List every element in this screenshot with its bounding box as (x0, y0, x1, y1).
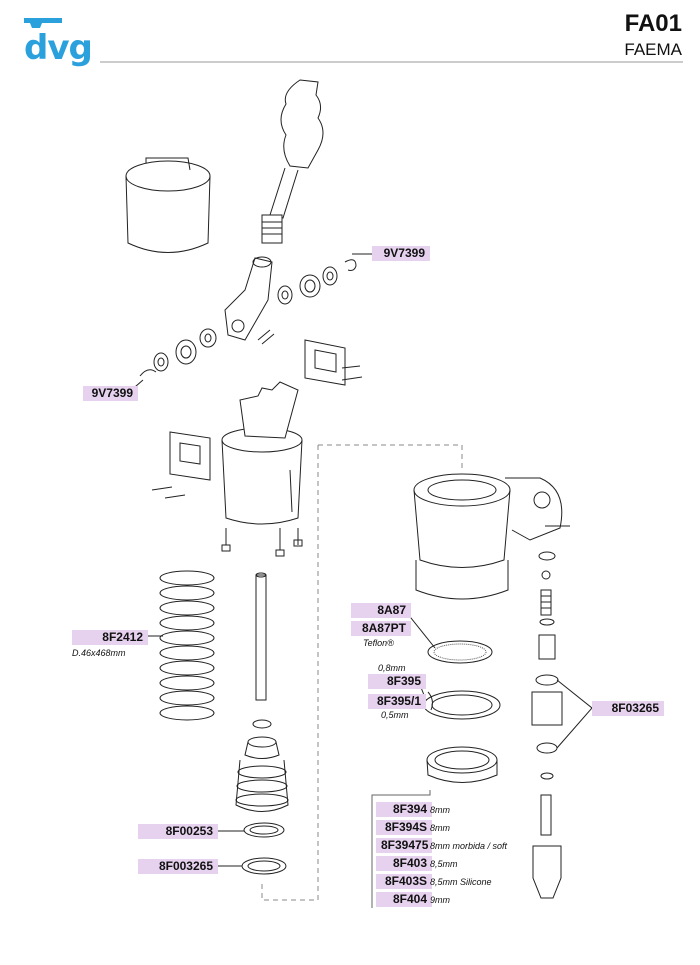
gasket-code: 8F394S (376, 820, 432, 835)
part-label-8a87: 8A87 (351, 603, 411, 618)
logo-spout-icon (24, 18, 62, 28)
spring-drawing (159, 570, 215, 721)
gasket-note: 9mm (430, 895, 450, 905)
group-body-drawing (221, 381, 303, 525)
part-label-8f00253: 8F00253 (138, 824, 218, 839)
gasket-note: 8mm (430, 805, 450, 815)
model-code: FA01 (624, 10, 682, 37)
part-label-8f2412: 8F2412 (72, 630, 148, 645)
teflon-note: Teflon® (363, 638, 394, 648)
handle-drawing (261, 79, 324, 244)
dvg-logo (22, 14, 92, 74)
gasket-code: 8F39475 (376, 838, 432, 853)
part-label-9v7399-left: 9V7399 (83, 386, 138, 401)
gasket-note: 8mm (430, 823, 450, 833)
valve-stack-drawing (531, 551, 563, 899)
gasket-code: 8F403 (376, 856, 432, 871)
bellows-drawing (235, 736, 289, 812)
logo-text: dvg (24, 28, 93, 68)
brand-name: FAEMA (624, 40, 682, 59)
lever-arm-drawing (224, 256, 275, 345)
part-label-8f003265: 8F003265 (138, 859, 218, 874)
part-label-8f395-1: 8F395/1 (368, 694, 426, 709)
spring-dimension-note: D.46x468mm (72, 648, 126, 658)
cup-drawing (125, 157, 211, 253)
gasket-note: 8mm morbida / soft (430, 841, 508, 851)
gasket-code: 8F403S (376, 874, 432, 889)
gasket-note: 8,5mm (430, 859, 458, 869)
gasket-code: 8F394 (376, 802, 432, 817)
group-head-drawing (413, 473, 570, 600)
thickness-note-05: 0,5mm (381, 710, 409, 720)
gasket-code: 8F404 (376, 892, 432, 907)
part-label-8a87pt: 8A87PT (351, 621, 411, 636)
part-label-8f03265: 8F03265 (592, 701, 664, 716)
thickness-note-08: 0,8mm (378, 663, 406, 673)
part-label-9v7399-top: 9V7399 (372, 246, 430, 261)
part-label-8f395: 8F395 (368, 674, 426, 689)
gasket-note: 8,5mm Silicone (430, 877, 492, 887)
